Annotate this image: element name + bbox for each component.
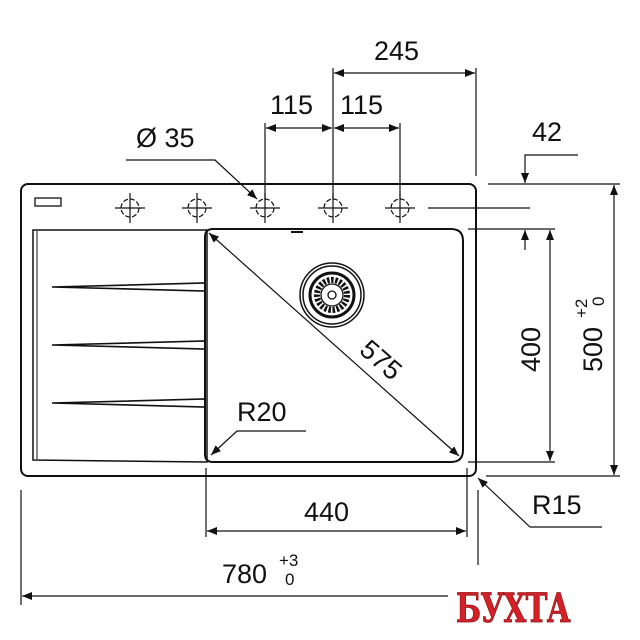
dim-label-500: 500 xyxy=(578,327,608,372)
dim-tol-500-plus: +2 xyxy=(572,299,591,318)
dim-tap-to-edge xyxy=(334,68,477,176)
dim-label-780: 780 xyxy=(222,559,267,589)
dim-basin-diagonal xyxy=(208,232,460,457)
dim-label-42: 42 xyxy=(532,117,562,147)
watermark-logo: БУХТА xyxy=(456,585,571,632)
dim-overall-width xyxy=(20,490,479,605)
drainer-groove xyxy=(51,282,206,292)
drainer-board xyxy=(32,229,208,463)
sink-outline xyxy=(20,183,477,477)
tap-hole-icon xyxy=(182,193,212,223)
dim-overall-depth xyxy=(486,185,620,477)
dim-outer-radius xyxy=(477,477,602,528)
dim-label-245: 245 xyxy=(374,36,419,66)
dim-tol-780-plus: +3 xyxy=(279,551,298,570)
drainer-groove xyxy=(51,340,206,350)
dim-label-hole-diameter: Ø 35 xyxy=(136,123,195,153)
dim-label-r20: R20 xyxy=(237,397,287,427)
tap-holes xyxy=(115,193,530,223)
dim-hole-row-offset xyxy=(468,154,620,250)
dim-label-r15: R15 xyxy=(532,490,582,520)
dim-basin-radius xyxy=(210,430,306,456)
dim-hole-diameter xyxy=(126,159,258,200)
drainer-groove xyxy=(51,398,206,408)
dim-tol-500-minus: 0 xyxy=(589,297,608,306)
dim-label-575: 575 xyxy=(354,334,408,386)
dim-label-400: 400 xyxy=(516,327,546,372)
drain-strainer-icon xyxy=(299,262,365,328)
basin xyxy=(204,228,464,463)
dim-tol-780-minus: 0 xyxy=(285,570,294,589)
dim-label-115-right: 115 xyxy=(340,90,383,120)
dim-basin-depth xyxy=(468,230,555,463)
tap-hole-icon xyxy=(115,193,145,223)
dim-label-115-left: 115 xyxy=(270,90,313,120)
dim-label-440: 440 xyxy=(304,497,349,527)
dim-basin-width xyxy=(205,468,468,537)
dim-hole-spacing xyxy=(264,68,401,200)
label-plate-icon xyxy=(34,197,62,207)
